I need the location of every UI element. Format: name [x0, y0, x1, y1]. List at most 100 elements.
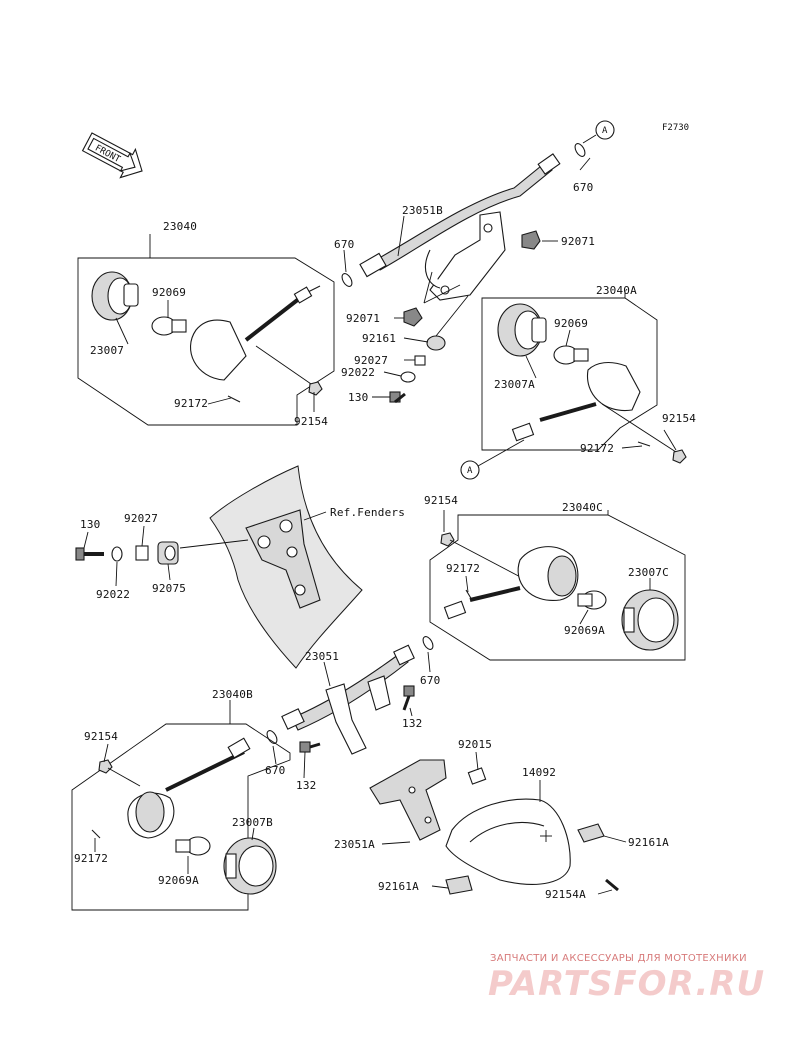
screw-92154A: [605, 878, 619, 892]
label-130-top: 130: [348, 391, 368, 404]
label-23040C: 23040C: [562, 501, 603, 514]
label-23007: 23007: [90, 344, 124, 357]
label-670-mid: 670: [420, 674, 440, 687]
o-ring-670-left: [341, 273, 353, 287]
damper-92161A-left: [445, 875, 473, 895]
damper-92161: [426, 335, 446, 351]
label-23007B: 23007B: [232, 816, 273, 829]
label-132-right: 132: [402, 717, 422, 730]
o-ring-670-mid: [422, 636, 434, 650]
turn-signal-housing-23040B: [127, 737, 251, 839]
bulb-92069A-b: [175, 836, 211, 856]
label-92154-c: 92154: [424, 494, 458, 507]
damper-92161A-right: [577, 823, 605, 843]
label-92075: 92075: [152, 582, 186, 595]
clamp-92015: [467, 767, 487, 785]
ref-fenders-label: Ref.Fenders: [330, 506, 405, 519]
label-23040A: 23040A: [596, 284, 637, 297]
turn-signal-housing-23040C: [443, 546, 579, 620]
washer-92022-top: [400, 371, 416, 383]
label-92161A-right: 92161A: [628, 836, 669, 849]
o-ring-670-low: [266, 730, 278, 744]
label-23007A: 23007A: [494, 378, 535, 391]
label-670-top: 670: [573, 181, 593, 194]
screw-92172-c: [465, 589, 473, 601]
collar-92027-top: [414, 355, 426, 366]
label-132-left: 132: [296, 779, 316, 792]
grommet-92071-right: [521, 230, 541, 250]
label-92015: 92015: [458, 738, 492, 751]
connector-a-top-label: A: [602, 126, 608, 136]
label-92154A: 92154A: [545, 888, 586, 901]
bolt-130-side: [75, 547, 104, 561]
label-670-low: 670: [265, 764, 285, 777]
label-92022-side: 92022: [96, 588, 130, 601]
label-92022-top: 92022: [341, 366, 375, 379]
front-arrow-icon: FRONT: [81, 132, 143, 179]
connector-a-top: [595, 120, 615, 140]
label-23007C: 23007C: [628, 566, 669, 579]
fender-mount-plate: [245, 509, 321, 609]
label-23051A: 23051A: [334, 838, 375, 851]
label-92172-a: 92172: [580, 442, 614, 455]
bulb-92069-a-pos: [553, 345, 589, 365]
label-92161: 92161: [362, 332, 396, 345]
nut-92154-top: [308, 381, 323, 396]
box-23040A: [481, 297, 658, 451]
label-92027-side: 92027: [124, 512, 158, 525]
lens-23007B: [223, 837, 277, 895]
label-23051: 23051: [305, 650, 339, 663]
bolt-132-left: [299, 741, 321, 753]
bulb-92069A-c: [577, 590, 607, 610]
label-92172-c: 92172: [446, 562, 480, 575]
label-23040: 23040: [163, 220, 197, 233]
washer-92022-side: [111, 546, 123, 562]
label-23051B: 23051B: [402, 204, 443, 217]
box-23040C: [429, 514, 686, 661]
screw-92172-top: [227, 395, 241, 403]
bolt-132-right: [402, 685, 415, 711]
label-130-side: 130: [80, 518, 100, 531]
bolt-130-top: [389, 391, 406, 404]
label-92161A-left: 92161A: [378, 880, 419, 893]
watermark-subtitle: ЗАПЧАСТИ И АКСЕССУАРЫ ДЛЯ МОТОТЕХНИКИ: [490, 953, 747, 964]
label-14092: 14092: [522, 766, 556, 779]
label-92069A-c: 92069A: [564, 624, 605, 637]
label-92172-top: 92172: [174, 397, 208, 410]
label-92154-b: 92154: [84, 730, 118, 743]
o-ring-670-top: [574, 143, 586, 157]
damper-92075: [157, 541, 179, 565]
turn-signal-housing-23040: [190, 285, 321, 381]
label-92154-a: 92154: [662, 412, 696, 425]
label-92027-top: 92027: [354, 354, 388, 367]
nut-92154-a: [672, 449, 687, 464]
label-92071-left: 92071: [346, 312, 380, 325]
lens-23007A: [497, 303, 547, 357]
label-92069-a-box: 92069: [554, 317, 588, 330]
box-23040B: [71, 723, 291, 911]
turn-signal-housing-23040A: [511, 361, 641, 442]
connector-a-bottom-label: A: [467, 466, 473, 476]
label-92069A-b: 92069A: [158, 874, 199, 887]
label-670-upper-left: 670: [334, 238, 354, 251]
screw-92172-a: [637, 441, 651, 447]
watermark-logo: PARTSFOR.RU: [488, 964, 766, 1004]
figure-code: F2730: [662, 123, 689, 133]
connector-a-bottom: [460, 460, 480, 480]
rear-harness-upper: [359, 153, 561, 301]
bulb-92069: [151, 316, 187, 336]
box-23040: [77, 257, 335, 426]
lens-23007C: [621, 589, 679, 651]
grommet-92071-left: [403, 307, 423, 327]
nut-92154-c: [440, 532, 455, 547]
label-23040B: 23040B: [212, 688, 253, 701]
label-92071-right: 92071: [561, 235, 595, 248]
collar-92027-side: [135, 545, 149, 561]
lens-23007: [91, 271, 139, 321]
label-92172-b: 92172: [74, 852, 108, 865]
label-92154-top: 92154: [294, 415, 328, 428]
nut-92154-b: [98, 759, 113, 774]
rear-harness-lower: [281, 644, 415, 755]
